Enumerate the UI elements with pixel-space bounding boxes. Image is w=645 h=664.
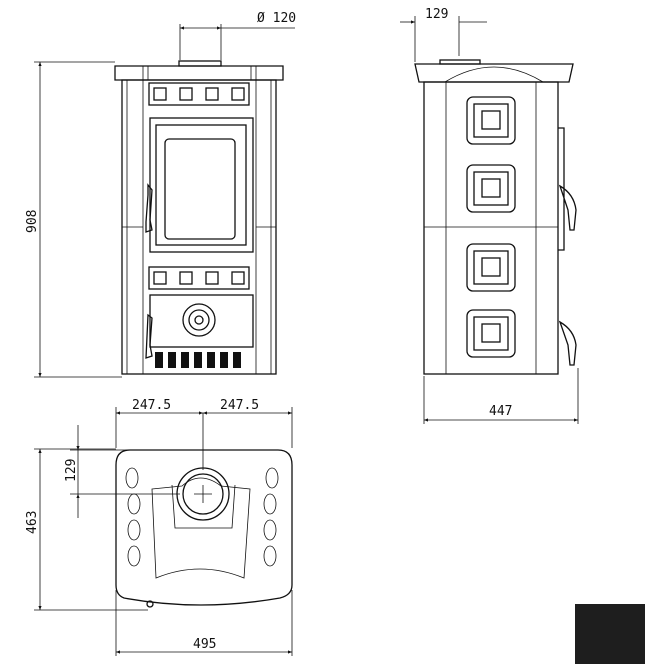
- door-handle: [145, 183, 153, 233]
- side-flue-offset-label: 129: [425, 7, 448, 22]
- front-view: Ø 120 908: [25, 11, 296, 378]
- front-decor-tiles-bottom: [153, 271, 245, 285]
- fire-door: [149, 117, 254, 253]
- half-width-left-label: 247.5: [132, 398, 171, 413]
- ash-door: [149, 294, 254, 348]
- door-glass: [164, 138, 236, 240]
- air-vent-knob: [182, 303, 216, 337]
- half-width-right-label: 247.5: [220, 398, 259, 413]
- grille: [155, 352, 241, 368]
- side-view: 129 447: [400, 7, 579, 424]
- top-depth-label: 463: [25, 511, 40, 534]
- top-flue-offset-label: 129: [64, 459, 79, 482]
- top-vents: [125, 467, 279, 567]
- side-decor-tiles: [466, 96, 516, 358]
- depth-label: 447: [489, 404, 512, 419]
- flue-diameter-label: Ø 120: [257, 11, 296, 26]
- top-view: 247.5 247.5 129 463 495: [25, 398, 293, 656]
- height-label: 908: [25, 210, 40, 233]
- corner-block: [575, 604, 645, 664]
- front-decor-tiles-top: [153, 87, 245, 101]
- width-label: 495: [193, 637, 216, 652]
